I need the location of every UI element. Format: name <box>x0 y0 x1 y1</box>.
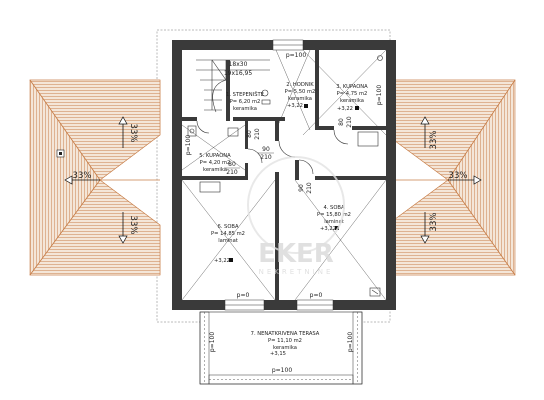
soba6-level: +3,22 <box>214 258 230 264</box>
slope-arrow-right-mid <box>448 175 482 185</box>
terrace-bottom-window-label: p=100 <box>272 367 292 374</box>
svg-text:90: 90 <box>298 184 305 192</box>
terasa-floor: keramika <box>273 345 297 351</box>
walls <box>172 40 396 310</box>
svg-text:80: 80 <box>338 118 345 126</box>
door-90-210-b: 90 210 <box>298 182 313 194</box>
roof-left <box>29 79 161 276</box>
svg-text:210: 210 <box>346 116 353 128</box>
soba6-name: 6. SOBA <box>217 224 239 230</box>
kupaona5-floor: keramika <box>203 167 227 173</box>
room-hodnik: 2. HODNIK P= 5,50 m2 keramika +3,22 <box>285 82 316 109</box>
door-80-210-kupaona: 80 210 <box>338 116 353 128</box>
soba6-floor: laminat <box>218 238 238 244</box>
terasa-name: 7. NENATKRIVENA TERASA <box>251 331 320 337</box>
kupaona3-floor: keramika <box>340 98 364 104</box>
room-kupaona-3: 3. KUPAONA P= 4,75 m2 keramika +3,22 <box>336 84 368 112</box>
stairs-dim-1: 18x30 <box>229 61 248 68</box>
room-stairs-label: 18x30 19x16,95 <box>224 61 253 77</box>
bathroom-fixtures <box>187 55 383 297</box>
stairs-dim-2: 19x16,95 <box>224 70 253 77</box>
hodnik-level: +3,22 <box>287 103 303 109</box>
svg-text:210: 210 <box>254 128 261 140</box>
stepeniste-area: P= 6,20 m2 <box>230 99 261 105</box>
terasa-area: P= 11,10 m2 <box>268 338 302 344</box>
slope-arrow-left-mid <box>64 175 100 185</box>
slope-arrow-right-top <box>420 116 430 148</box>
window-top-label: p=100 <box>286 52 306 59</box>
kupaona5-area: P= 4,20 m2 <box>200 160 231 166</box>
hodnik-floor: keramika <box>288 96 312 102</box>
terrace <box>199 311 363 385</box>
door-80-210: 80 210 <box>224 161 240 176</box>
room-stepeniste: 1. STEPENIŠTE P= 6,20 m2 keramika <box>226 91 264 112</box>
room-terasa: 7. NENATKRIVENA TERASA P= 11,10 m2 keram… <box>251 331 320 357</box>
slope-arrow-right-bottom <box>420 212 430 244</box>
soba6-area: P= 14,85 m2 <box>211 231 245 237</box>
roof-pct-right-mid: 33% <box>449 171 468 181</box>
balcony-doors <box>224 299 334 311</box>
door-80-210-hodnik: 80 210 <box>246 128 261 140</box>
svg-text:NEKRETNINE: NEKRETNINE <box>259 268 334 276</box>
soba4-area: P= 15,80 m2 <box>317 212 351 218</box>
svg-text:80: 80 <box>228 161 236 168</box>
svg-text:EKER: EKER <box>258 239 334 269</box>
kupaona3-name: 3. KUPAONA <box>336 84 368 90</box>
room-soba-4: 4. SOBA P= 15,80 m2 laminat +3,22 <box>317 205 351 232</box>
svg-text:210: 210 <box>260 154 272 161</box>
room-soba-6: 6. SOBA P= 14,85 m2 laminat +3,22 <box>211 224 245 264</box>
soba4-level: +3,22 <box>320 226 336 232</box>
door-90-210-a: 90 210 <box>258 146 274 161</box>
hodnik-area: P= 5,50 m2 <box>285 89 316 95</box>
roof-pct-left-top: 33% <box>128 124 138 143</box>
roof-pct-right-top: 33% <box>429 131 439 150</box>
kupaona5-name: 5. KUPAONA <box>199 153 231 159</box>
slope-arrow-left-bottom <box>118 212 128 244</box>
svg-text:80: 80 <box>246 130 253 138</box>
window-right-label: p=100 <box>376 85 383 105</box>
kupaona3-level: +3,22 <box>337 106 353 112</box>
stepeniste-floor: keramika <box>233 106 257 112</box>
room-kupaona-5: 5. KUPAONA P= 4,20 m2 keramika <box>199 153 231 173</box>
soba4-name: 4. SOBA <box>323 205 345 211</box>
roof-pct-left-mid: 33% <box>73 171 92 181</box>
staircase <box>196 59 270 113</box>
hodnik-name: 2. HODNIK <box>286 82 314 88</box>
terasa-level: +3,15 <box>270 351 286 357</box>
svg-text:210: 210 <box>306 182 313 194</box>
svg-text:90: 90 <box>262 146 270 153</box>
slope-arrow-left-top <box>118 116 128 148</box>
window-bottom-right-label: p=0 <box>310 292 323 299</box>
window-bottom-left-label: p=0 <box>237 292 250 299</box>
kupaona3-area: P= 4,75 m2 <box>337 91 368 97</box>
soba4-floor: laminat <box>324 219 344 225</box>
terrace-left-window-label: p=100 <box>209 332 216 352</box>
watermark-logo: EKER NEKRETNINE <box>247 156 345 276</box>
terrace-right-window-label: p=100 <box>347 332 354 352</box>
roof-pct-left-bottom: 33% <box>128 216 138 235</box>
roof-pct-right-bottom: 33% <box>429 213 439 232</box>
svg-text:210: 210 <box>226 169 238 176</box>
window-left-label: p=100 <box>185 135 192 155</box>
stepeniste-name: 1. STEPENIŠTE <box>226 91 264 98</box>
roof-right <box>386 79 516 276</box>
